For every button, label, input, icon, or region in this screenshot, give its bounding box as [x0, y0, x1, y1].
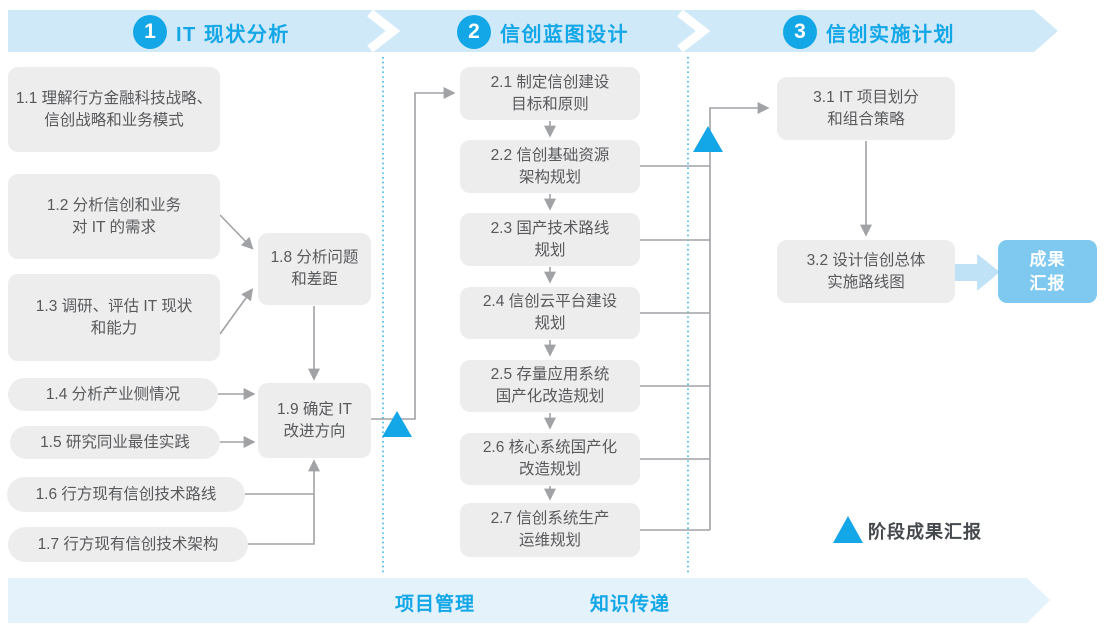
step-box-3-2: 3.2 设计信创总体 实施路线图: [777, 240, 955, 303]
footer-project-management-label: 项目管理: [394, 594, 475, 615]
phase-1-number-badge: 1: [133, 15, 167, 49]
phase-header-1: 1 IT 现状分析: [133, 15, 290, 49]
result-report-box: 成果 汇报: [998, 240, 1097, 303]
chevron-separator-icon: [677, 9, 711, 53]
footer-band: [8, 578, 1050, 623]
step-box-1-4: 1.4 分析产业侧情况: [8, 378, 218, 411]
step-box-2-1: 2.1 制定信创建设 目标和原则: [460, 67, 640, 120]
step-box-1-1: 1.1 理解行方金融科技战略、 信创战略和业务模式: [8, 67, 220, 152]
step-box-3-1: 3.1 IT 项目划分 和组合策略: [777, 77, 955, 140]
phase-2-title: 信创蓝图设计: [500, 23, 629, 46]
step-box-2-2: 2.2 信创基础资源 架构规划: [460, 140, 640, 193]
step-box-2-3: 2.3 国产技术路线 规划: [460, 213, 640, 266]
step-box-1-3: 1.3 调研、评估 IT 现状 和能力: [8, 274, 220, 361]
phase-1-title: IT 现状分析: [176, 23, 290, 46]
step-box-2-5: 2.5 存量应用系统 国产化改造规划: [460, 360, 640, 412]
step-box-1-7: 1.7 行方现有信创技术架构: [8, 527, 248, 562]
step-box-1-2: 1.2 分析信创和业务 对 IT 的需求: [8, 174, 220, 259]
chevron-separator-icon: [367, 9, 401, 53]
milestone-triangle-icon: [382, 411, 412, 437]
step-box-2-4: 2.4 信创云平台建设 规划: [460, 287, 640, 339]
milestone-triangle-icon: [693, 126, 723, 152]
phase-3-number-badge: 3: [783, 15, 817, 49]
step-box-1-6: 1.6 行方现有信创技术路线: [7, 477, 245, 512]
step-box-2-7: 2.7 信创系统生产 运维规划: [460, 503, 640, 557]
legend-triangle-icon: [833, 516, 863, 543]
step-box-1-8: 1.8 分析问题 和差距: [258, 233, 371, 305]
step-box-2-6: 2.6 核心系统国产化 改造规划: [460, 433, 640, 485]
phase-3-title: 信创实施计划: [826, 23, 955, 46]
phase-2-number-badge: 2: [457, 15, 491, 49]
step-box-1-5: 1.5 研究同业最佳实践: [10, 426, 220, 459]
result-arrow-icon: [953, 254, 1000, 291]
step-box-1-9: 1.9 确定 IT 改进方向: [258, 383, 371, 458]
legend-label: 阶段成果汇报: [868, 522, 982, 542]
phase-header-2: 2 信创蓝图设计: [457, 15, 629, 49]
phase-header-3: 3 信创实施计划: [783, 15, 955, 49]
footer-knowledge-transfer-label: 知识传递: [589, 594, 670, 615]
